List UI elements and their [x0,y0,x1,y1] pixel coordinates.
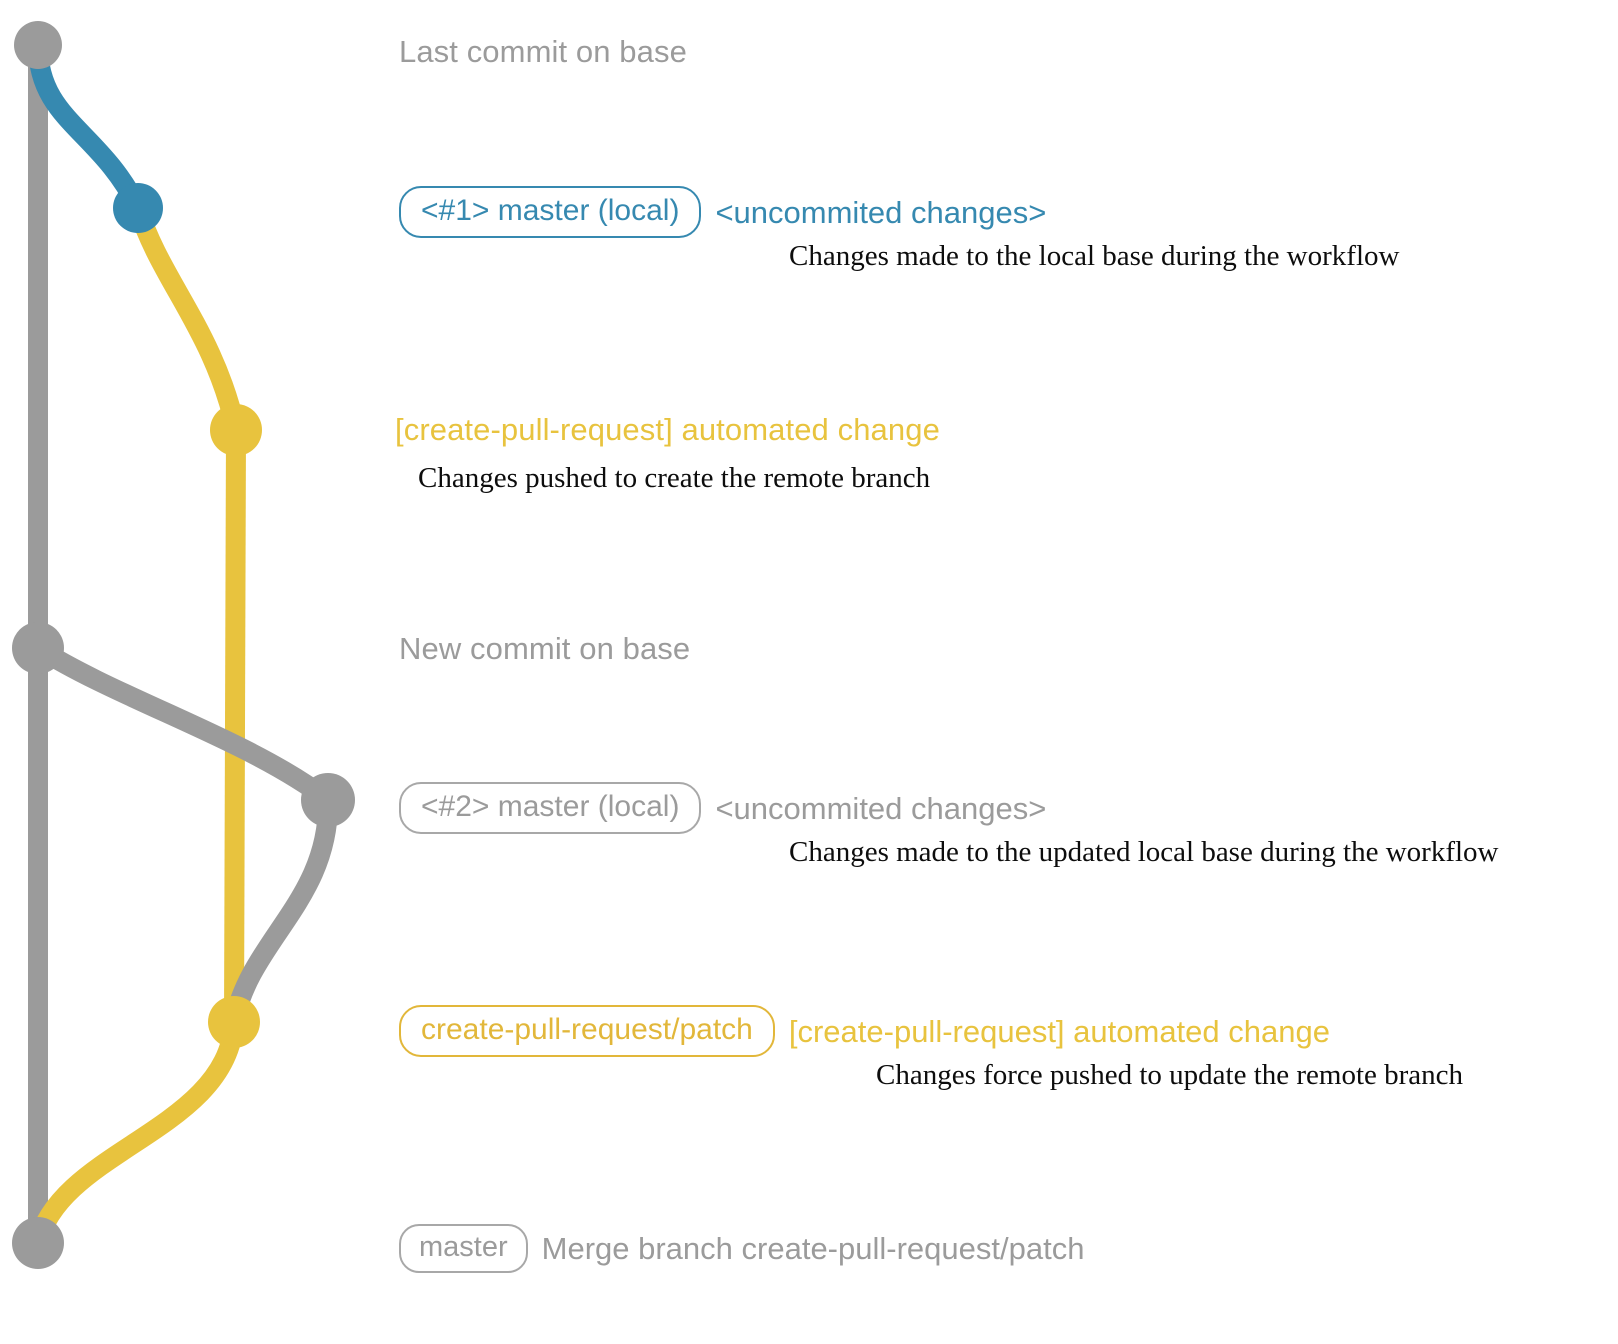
graph-row-local-change-2: <#2> master (local) <uncommited changes> [399,782,1046,834]
graph-row-automated-change-1: [create-pull-request] automated change [395,414,940,445]
commit-node-patch-2[interactable] [208,996,260,1048]
graph-edges [28,44,339,1246]
row-label: [create-pull-request] automated change [395,412,940,447]
row-caption: Changes made to the updated local base d… [789,836,1499,868]
row-caption: Changes pushed to create the remote bran… [418,462,931,494]
graph-edge-gold-from-blue [128,205,246,433]
graph-nodes [12,21,355,1269]
row-label: Last commit on base [399,34,687,69]
graph-row-master-merge: master Merge branch create-pull-request/p… [399,1224,1084,1273]
row-content: New commit on base [399,633,690,664]
commit-message: <uncommited changes> [715,194,1047,230]
row-content: create-pull-request/patch [create-pull-re… [399,1005,1330,1057]
row-content: master Merge branch create-pull-request/p… [399,1224,1084,1273]
branch-badge[interactable]: <#2> master (local) [399,782,702,834]
graph-edge-gray-branch [32,639,335,808]
graph-row-new-commit-on-base: New commit on base [399,633,690,664]
commit-message: <uncommited changes> [715,790,1047,826]
graph-row-last-commit-on-base: Last commit on base [399,36,687,67]
commit-message: [create-pull-request] automated change [788,1013,1330,1049]
row-caption: Changes made to the local base during th… [789,240,1400,272]
row-caption: Changes force pushed to update the remot… [876,1059,1464,1091]
row-content: [create-pull-request] automated change [395,414,940,445]
graph-edge-gold-merge [28,1020,244,1246]
commit-node-patch-1[interactable] [210,404,262,456]
commit-node-base-last[interactable] [14,21,62,69]
graph-row-automated-change-2: create-pull-request/patch [create-pull-re… [399,1005,1330,1057]
git-graph [12,21,355,1269]
branch-badge[interactable]: <#1> master (local) [399,186,702,238]
graph-edge-gray-merge [224,799,339,1025]
commit-message: Merge branch create-pull-request/patch [541,1231,1085,1266]
commit-node-master-merge[interactable] [12,1217,64,1269]
branch-badge[interactable]: master [399,1224,528,1273]
row-content: <#1> master (local) <uncommited changes> [399,186,1046,238]
commit-node-base-new[interactable] [12,622,64,674]
row-label: New commit on base [399,631,691,666]
graph-edge-gold-trunk [224,429,246,1023]
commit-node-local-1[interactable] [113,183,163,233]
row-content: <#2> master (local) <uncommited changes> [399,782,1046,834]
branch-badge[interactable]: create-pull-request/patch [399,1005,775,1057]
graph-row-local-change-1: <#1> master (local) <uncommited changes> [399,186,1046,238]
commit-node-local-2[interactable] [301,773,355,827]
row-content: Last commit on base [399,36,687,67]
graph-edge-blue-branch [28,44,147,213]
